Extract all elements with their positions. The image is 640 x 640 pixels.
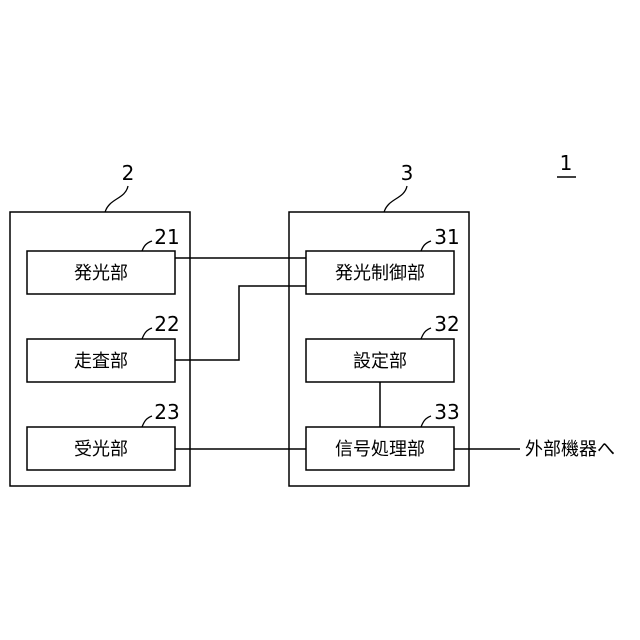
block-31-leader — [421, 241, 431, 251]
block-23-label: 受光部 — [74, 439, 128, 460]
block-22-label: 走査部 — [74, 351, 128, 372]
connector-22-31 — [175, 286, 306, 360]
block-32-leader — [421, 328, 431, 339]
unit-2-leader — [105, 186, 128, 212]
block-22-ref: 22 — [154, 312, 179, 336]
block-32-label: 設定部 — [353, 351, 407, 372]
external-device-label: 外部機器へ — [525, 439, 615, 460]
block-21-leader — [142, 241, 152, 251]
unit-3-leader — [384, 186, 407, 212]
unit-3-ref: 3 — [401, 161, 414, 185]
figure-number: 1 — [560, 151, 573, 175]
block-23-ref: 23 — [154, 400, 179, 424]
block-21-ref: 21 — [154, 225, 179, 249]
block-33-label: 信号処理部 — [335, 439, 425, 460]
block-31-ref: 31 — [434, 225, 459, 249]
block-32-ref: 32 — [434, 312, 459, 336]
block-23-leader — [142, 416, 152, 427]
block-33-ref: 33 — [434, 400, 459, 424]
block-22-leader — [142, 328, 152, 339]
block-31-label: 発光制御部 — [335, 263, 425, 284]
unit-2-ref: 2 — [122, 161, 135, 185]
block-21-label: 発光部 — [74, 263, 128, 284]
block-33-leader — [421, 416, 431, 427]
